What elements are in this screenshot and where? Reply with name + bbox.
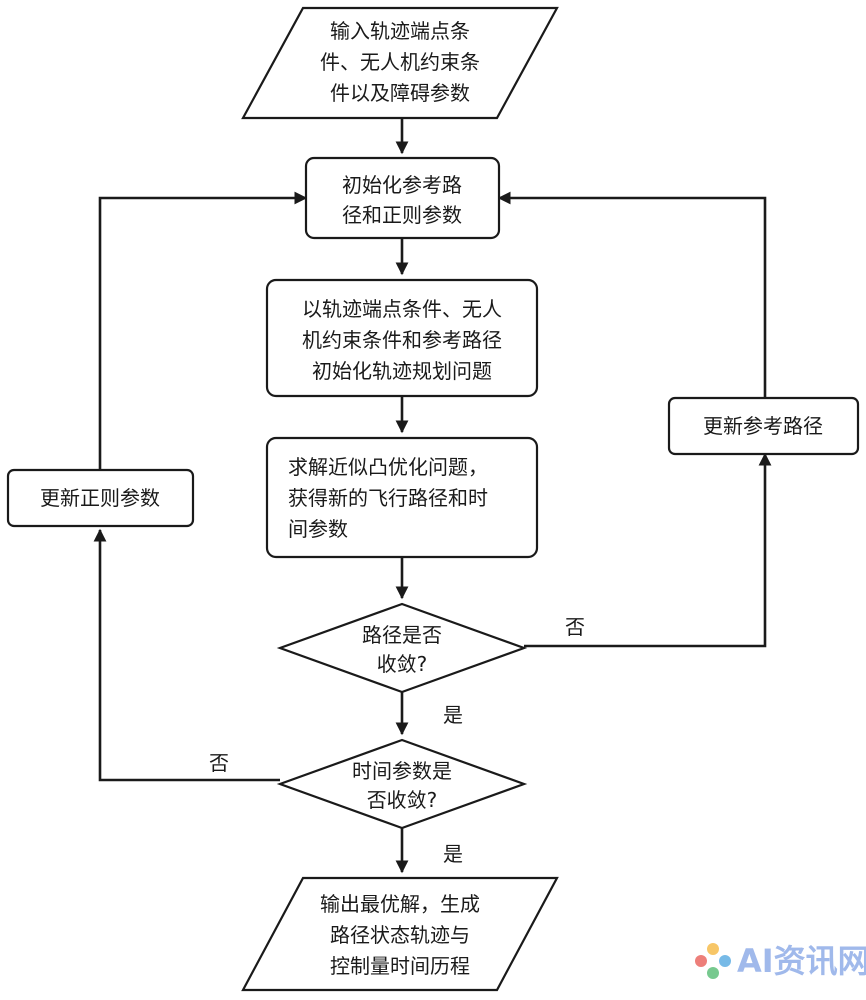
init-problem-shape (265, 278, 539, 398)
path-no-label: 否 (565, 615, 585, 639)
init-problem-line-2: 机约束条件和参考路径 (302, 328, 502, 352)
update-ref-shape (667, 396, 860, 456)
edge-time-no-to-update-reg (93, 528, 280, 782)
update-reg-process-node: 更新正则参数 (6, 468, 195, 528)
input-shape (241, 6, 559, 120)
init-ref-process-node: 初始化参考路 径和正则参数 (304, 156, 501, 240)
input-line-1: 输入轨迹端点条 (330, 19, 470, 43)
time-converge-line-2: 否收敛? (367, 788, 438, 812)
input-parallelogram-node: 输入轨迹端点条 件、无人机约束条 件以及障碍参数 (241, 6, 559, 120)
init-ref-line-1: 初始化参考路 (342, 173, 462, 197)
init-problem-line-3: 初始化轨迹规划问题 (312, 359, 492, 383)
init-ref-shape (304, 156, 501, 240)
edge-update-ref-to-init-ref (497, 191, 767, 398)
solve-shape (265, 436, 539, 559)
watermark-text: AI资讯网 (737, 942, 866, 980)
time-no-label: 否 (209, 751, 229, 775)
edge-path-no-to-update-ref (524, 452, 772, 648)
time-converge-line-1: 时间参数是 (352, 759, 452, 783)
watermark-logo-icon (695, 943, 731, 979)
output-shape (241, 876, 559, 992)
input-line-2: 件、无人机约束条 (320, 50, 480, 74)
time-converge-decision-node: 时间参数是 否收敛? (276, 738, 528, 830)
output-line-1: 输出最优解，生成 (320, 892, 480, 916)
connectors (93, 118, 772, 874)
path-converge-line-1: 路径是否 (362, 623, 442, 647)
watermark: AI资讯网 (695, 942, 866, 980)
output-parallelogram-node: 输出最优解，生成 路径状态轨迹与 控制量时间历程 (241, 876, 559, 992)
path-yes-label: 是 (443, 703, 463, 727)
update-reg-label: 更新正则参数 (40, 486, 160, 510)
path-converge-shape (276, 602, 528, 694)
time-converge-shape (276, 738, 528, 830)
path-converge-line-2: 收敛? (377, 652, 428, 676)
init-ref-line-2: 径和正则参数 (342, 203, 462, 227)
edge-update-reg-to-init-ref (98, 191, 308, 470)
update-ref-label: 更新参考路径 (703, 414, 823, 438)
init-problem-process-node: 以轨迹端点条件、无人 机约束条件和参考路径 初始化轨迹规划问题 (265, 278, 539, 398)
init-problem-line-1: 以轨迹端点条件、无人 (302, 297, 502, 321)
solve-line-1: 求解近似凸优化问题， (288, 455, 488, 479)
path-converge-decision-node: 路径是否 收敛? (276, 602, 528, 694)
output-line-3: 控制量时间历程 (330, 954, 470, 978)
time-yes-label: 是 (443, 842, 463, 866)
solve-line-2: 获得新的飞行路径和时 (288, 486, 488, 510)
solve-line-3: 间参数 (288, 517, 348, 541)
output-line-2: 路径状态轨迹与 (330, 923, 470, 947)
update-ref-process-node: 更新参考路径 (667, 396, 860, 456)
solve-process-node: 求解近似凸优化问题， 获得新的飞行路径和时 间参数 (265, 436, 539, 559)
input-line-3: 件以及障碍参数 (330, 81, 470, 105)
update-reg-shape (6, 468, 195, 528)
